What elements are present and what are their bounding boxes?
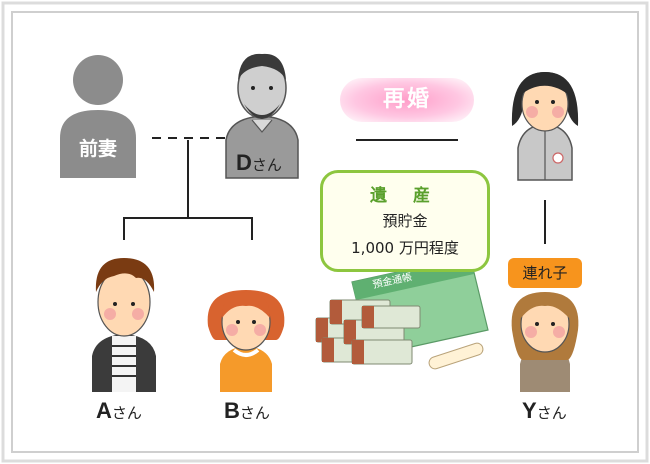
estate-line-1: 預貯金 — [382, 212, 428, 230]
person-d-illustration — [225, 53, 299, 179]
person-b-letter: B — [224, 398, 240, 423]
person-y-letter: Y — [522, 398, 537, 423]
stepchild-badge: 連れ子 — [508, 258, 582, 288]
person-b-illustration — [207, 290, 285, 392]
person-a-illustration — [92, 258, 156, 392]
person-d-label: Dさん — [236, 150, 282, 176]
person-b-label: Bさん — [224, 398, 270, 424]
person-y-illustration — [511, 292, 579, 392]
estate-title: 遺 産 — [370, 186, 440, 206]
estate-box: 遺 産 預貯金 1,000 万円程度 — [320, 170, 490, 272]
person-d-suffix: さん — [251, 156, 282, 174]
remarriage-badge: 再婚 — [340, 78, 474, 122]
wife-illustration — [511, 72, 579, 181]
person-d-letter: D — [236, 150, 252, 175]
estate-line-2: 1,000 万円程度 — [351, 239, 459, 257]
ex-wife-label: 前妻 — [78, 138, 117, 160]
children-branch-line — [123, 217, 253, 240]
person-a-suffix: さん — [111, 404, 142, 422]
person-a-letter: A — [96, 398, 112, 423]
person-a-label: Aさん — [96, 398, 142, 424]
money-passbook-illustration — [315, 255, 489, 370]
ex-wife-silhouette — [60, 55, 136, 178]
person-y-suffix: さん — [536, 404, 567, 422]
person-b-suffix: さん — [239, 404, 270, 422]
person-y-label: Yさん — [522, 398, 567, 424]
